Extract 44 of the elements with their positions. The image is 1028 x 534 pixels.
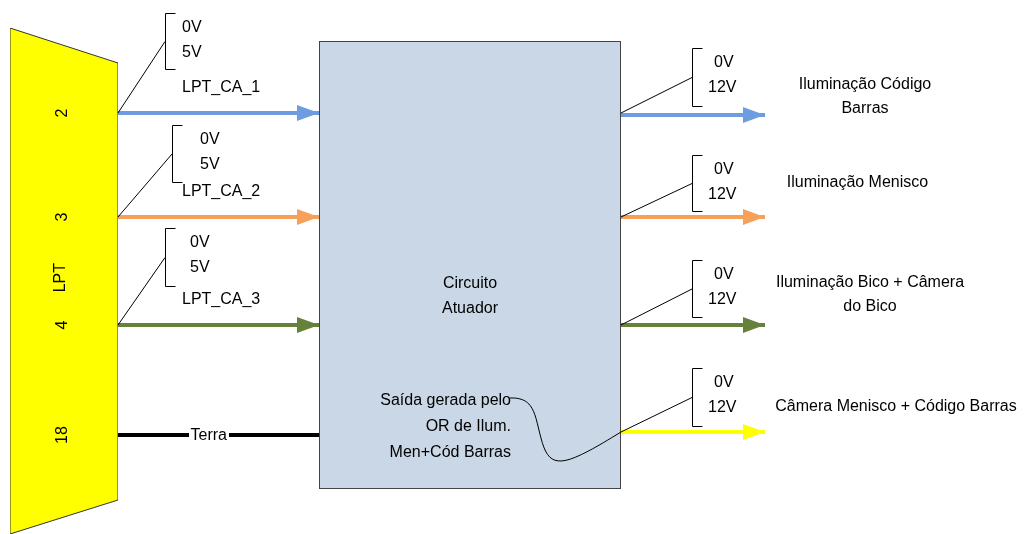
voltage-level: 12V: [708, 289, 737, 309]
voltage-level: 0V: [182, 17, 202, 37]
leader-line: [117, 153, 173, 218]
pin-number: 18: [54, 426, 70, 444]
leader-line: [117, 257, 166, 326]
leader-line: [620, 288, 693, 326]
note-text: Saída gerada pelo OR de Ilum. Men+Cód Barras: [356, 387, 511, 469]
output-label: Iluminação Bico + Câmera do Bico: [765, 268, 975, 346]
signal-arrow: [118, 105, 319, 121]
voltage-level: 12V: [708, 184, 737, 204]
signal-label: LPT_CA_1: [182, 77, 261, 97]
signal-label: LPT_CA_3: [182, 289, 261, 309]
signal-arrow: [621, 424, 765, 440]
voltage-level: 12V: [708, 77, 737, 97]
voltage-level: 0V: [714, 372, 734, 392]
circuit-block: [319, 41, 621, 489]
voltage-level: 0V: [714, 264, 734, 284]
voltage-level: 5V: [182, 42, 202, 62]
voltage-level: 0V: [714, 52, 734, 72]
voltage-level: 5V: [200, 154, 220, 174]
voltage-level: 12V: [708, 397, 737, 417]
leader-line: [620, 397, 693, 433]
leader-line: [620, 183, 693, 218]
pin-number: 4: [54, 320, 70, 330]
signal-arrow: [621, 317, 765, 333]
leader-line: [509, 397, 622, 462]
voltage-level: 0V: [200, 129, 220, 149]
voltage-level: 0V: [714, 159, 734, 179]
leader-line: [620, 77, 693, 114]
pin-number: 3: [54, 212, 70, 222]
signal-arrow: [621, 107, 765, 123]
output-label: Câmera Menisco + Código Barras: [765, 392, 1027, 444]
voltage-level: 5V: [190, 257, 210, 277]
block-title: Circuito Atuador: [440, 273, 499, 318]
output-label: Iluminação Menisco: [765, 168, 950, 224]
leader-line: [117, 41, 166, 114]
signal-arrow: [118, 317, 319, 333]
connector-label: LPT: [52, 263, 68, 293]
voltage-level: 0V: [190, 232, 210, 252]
signal-arrow: [118, 209, 319, 225]
pin-number: 2: [54, 108, 70, 118]
signal-arrow: [621, 209, 765, 225]
signal-label: LPT_CA_2: [182, 181, 261, 201]
output-label: Iluminação Código Barras: [765, 70, 965, 120]
